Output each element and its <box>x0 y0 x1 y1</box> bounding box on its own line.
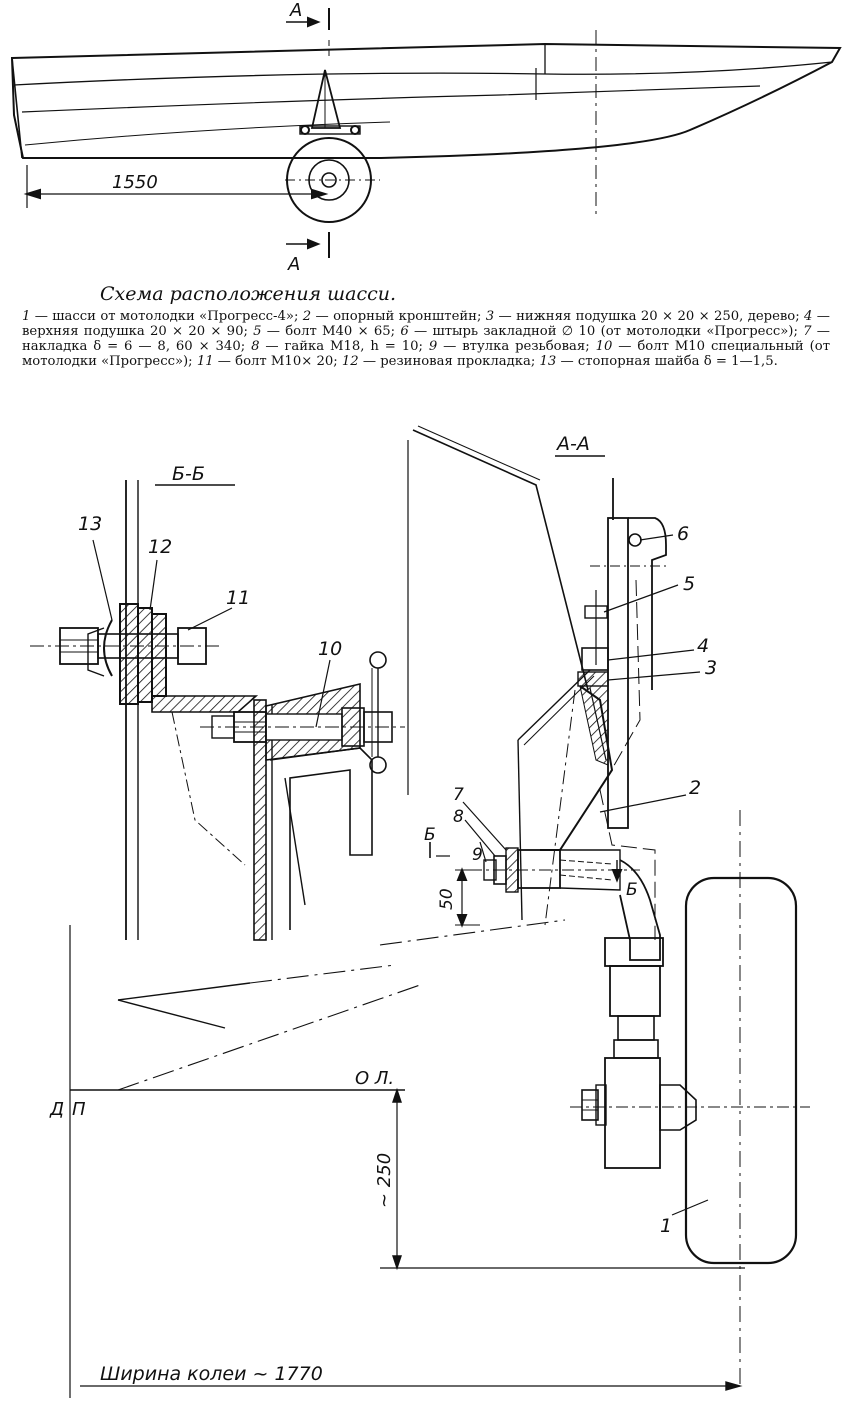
label-11: 11 <box>226 587 250 609</box>
hull-sheer-line <box>13 61 833 86</box>
reference-lines <box>69 919 745 1398</box>
section-mark-b-left: Б <box>424 825 436 845</box>
washer-13 <box>103 619 113 677</box>
hull-chine-line <box>21 85 761 113</box>
label-12: 12 <box>148 536 172 558</box>
caption-legend: 1 — шасси от мотолодки «Прогресс-4»; 2 —… <box>22 309 830 369</box>
strut <box>310 69 342 129</box>
legend-number: 11 <box>196 354 214 369</box>
legend-text: — верхняя подушка 20 × 20 × 90; <box>22 309 830 339</box>
wheel-assembly <box>570 810 810 1390</box>
legend-number: 8 <box>251 339 260 354</box>
legend-number: 1 <box>22 309 31 324</box>
label-d: Д <box>49 1099 64 1120</box>
legend-text: — опорный кронштейн; <box>311 309 486 324</box>
legend-text: — нижняя подушка 20 × 20 × 250, дерево; <box>494 309 805 324</box>
section-mark-a-top: А <box>289 0 302 21</box>
legend-text: — резиновая прокладка; <box>358 354 540 369</box>
label-6: 6 <box>677 523 689 545</box>
legend-number: 2 <box>302 309 312 324</box>
dim-250: ~ 250 <box>374 1153 395 1208</box>
legend-text: — накладка δ = 6 — 8, 60 × 340; <box>22 324 830 354</box>
legend-number: 5 <box>253 324 262 339</box>
label-1: 1 <box>660 1215 672 1237</box>
tire-1 <box>684 876 798 1265</box>
dim-1550: 1550 <box>112 172 158 193</box>
section-aa-title: А-А <box>555 433 590 455</box>
label-4: 4 <box>697 635 709 657</box>
legend-text: — гайка М18, h = 10; <box>259 339 429 354</box>
legend-text: — болт М10× 20; <box>213 354 342 369</box>
legend-text: — шасси от мотолодки «Прогресс-4»; <box>30 309 303 324</box>
legend-number: 6 <box>400 324 409 339</box>
legend-number: 3 <box>485 309 495 324</box>
label-8: 8 <box>453 807 464 827</box>
legend-text: — болт М10 специальный (от мотолодки «Пр… <box>22 339 830 369</box>
section-bb-title: Б-Б <box>172 463 205 485</box>
legend-number: 10 <box>595 339 613 354</box>
legend-number: 4 <box>804 309 813 324</box>
section-bb <box>30 480 405 941</box>
track-width-label: Ширина колеи ~ 1770 <box>100 1363 323 1385</box>
boat-side-view <box>10 8 842 258</box>
label-7: 7 <box>453 785 464 805</box>
hull-skin <box>412 429 589 691</box>
legend-text: — втулка резьбовая; <box>437 339 596 354</box>
section-mark-b-right: Б <box>626 880 638 900</box>
hull-outline <box>10 42 842 159</box>
legend-text: — стопорная шайба δ = 1—1,5. <box>556 354 778 369</box>
legend-text: — штырь закладной ∅ 10 (от мотолодки «Пр… <box>408 324 804 339</box>
label-10: 10 <box>318 638 342 660</box>
legend-number: 9 <box>428 339 438 354</box>
legend-text: — болт М40 × 65; <box>261 324 401 339</box>
legend-number: 12 <box>341 354 359 369</box>
caption-title: Схема расположения шасси. <box>100 283 397 305</box>
label-p: П <box>72 1099 86 1120</box>
label-13: 13 <box>78 513 102 535</box>
section-aa <box>407 425 701 961</box>
label-3: 3 <box>705 657 717 679</box>
dim-50: 50 <box>437 888 457 910</box>
label-2: 2 <box>689 777 701 799</box>
section-mark-a-bottom: А <box>287 254 300 275</box>
legend-number: 7 <box>803 324 812 339</box>
label-ol: О Л. <box>355 1068 394 1089</box>
label-9: 9 <box>472 845 483 865</box>
legend-number: 13 <box>539 354 557 369</box>
label-5: 5 <box>683 573 695 595</box>
